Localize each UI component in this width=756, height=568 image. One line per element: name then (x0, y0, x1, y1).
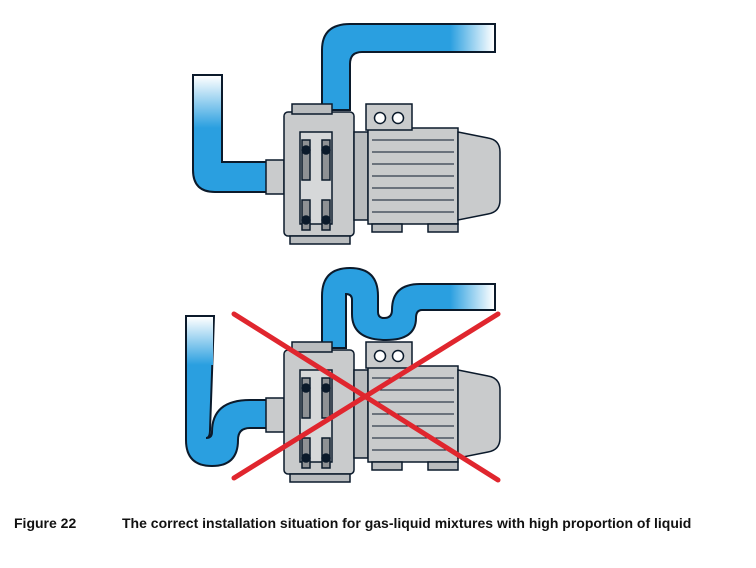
incorrect-installation-panel (185, 266, 501, 483)
figure-caption-text: The correct installation situation for g… (122, 515, 692, 531)
red-cross-mark (231, 311, 501, 483)
figure-caption: Figure 22 The correct installation situa… (0, 512, 756, 568)
pump-unit (265, 103, 501, 245)
inlet-pipe-u-trap (185, 315, 275, 468)
correct-installation-panel (192, 23, 501, 245)
inlet-pipe (192, 74, 273, 193)
pump-unit-incorrect (265, 341, 501, 483)
installation-diagram (185, 23, 501, 483)
figure-label: Figure 22 (14, 515, 77, 531)
discharge-pipe-loop (321, 266, 496, 349)
discharge-pipe (321, 23, 496, 111)
